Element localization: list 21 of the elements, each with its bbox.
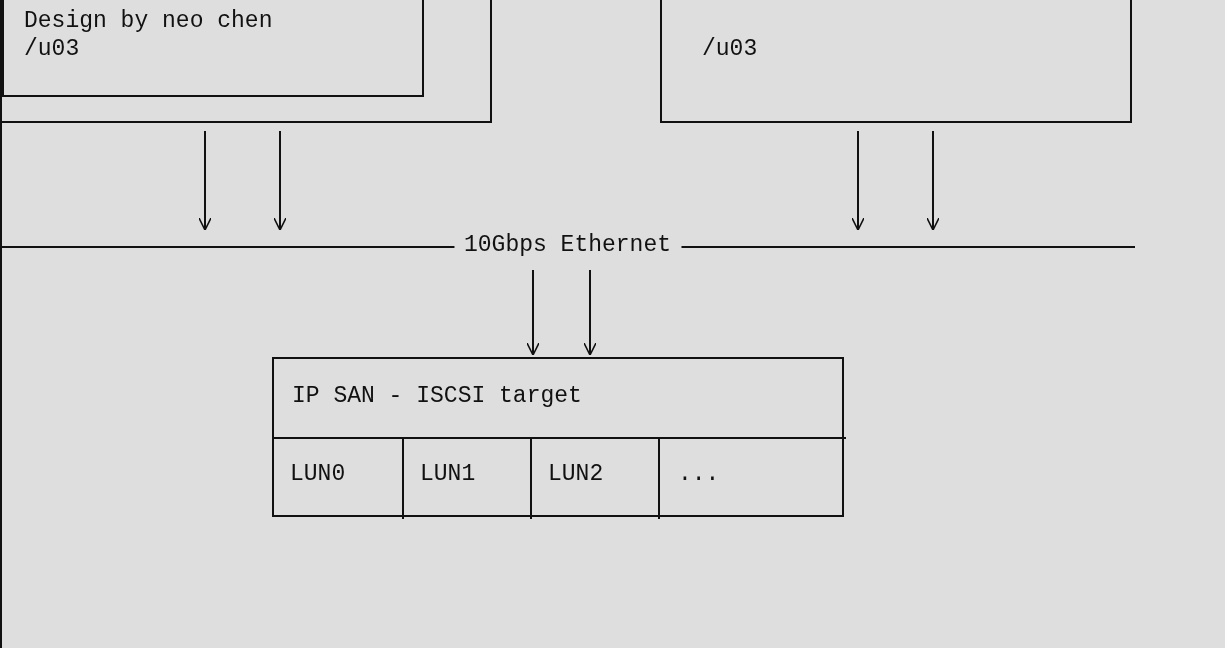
box-label: IP SAN - ISCSI target [292,383,582,411]
server-box [272,357,844,517]
arrow [526,269,540,356]
arrow [198,130,212,231]
server-box [0,0,492,123]
lun-cell [658,437,846,519]
box-label: /u03 [702,36,758,64]
arrow [851,130,865,231]
lun-label: LUN1 [420,461,476,489]
lun-label: LUN2 [548,461,604,489]
arrow [926,130,940,231]
box-label: Design by neo chen [24,8,273,36]
lun-cell [530,437,660,519]
server-box [2,0,424,97]
arrow [273,130,287,231]
lun-cell [402,437,532,519]
box-label: /u03 [24,36,80,64]
lun-label: LUN0 [290,461,346,489]
lun-label: ... [678,461,720,489]
arrow [583,269,597,356]
server-box [660,0,1132,123]
